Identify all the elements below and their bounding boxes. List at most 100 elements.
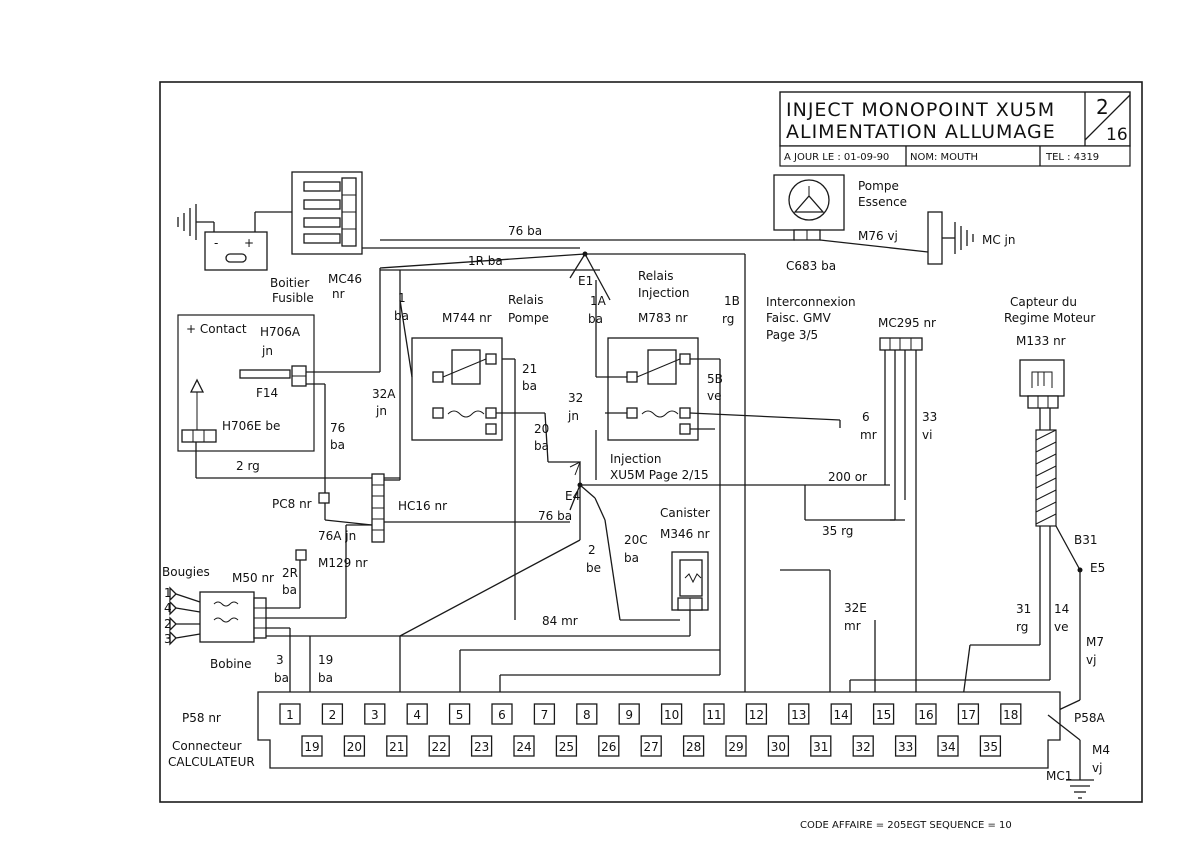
connector-bottom-pin-label: 26 <box>601 740 616 754</box>
telephone: TEL : 4319 <box>1045 152 1099 163</box>
canister-valve <box>671 551 709 611</box>
label-mc46-nr: nr <box>332 287 345 301</box>
connector-bottom-pin-label: 22 <box>432 740 447 754</box>
label-wire-5b-ve: ve <box>707 389 721 403</box>
label-wire-32: 32 <box>568 391 583 405</box>
connector-bottom-pin-label: 30 <box>771 740 786 754</box>
label-wire-20-ba: ba <box>534 439 549 453</box>
label-m346: M346 nr <box>660 527 710 541</box>
connector-bottom-pin-label: 29 <box>728 740 743 754</box>
label-capteur-2: Regime Moteur <box>1004 311 1095 325</box>
label-wire-76-ba: ba <box>330 438 345 452</box>
label-xu5m-ref: XU5M Page 2/15 <box>610 468 709 482</box>
connector-bottom-pin-label: 35 <box>983 740 998 754</box>
label-hc16: HC16 nr <box>398 499 447 513</box>
connector-pc8 <box>318 492 330 504</box>
label-interconnexion-1: Interconnexion <box>766 295 856 309</box>
connector-top-pin-label: 18 <box>1003 708 1018 722</box>
connector-bottom-pin-label: 32 <box>856 740 871 754</box>
shielded-cable <box>1035 429 1057 527</box>
label-mc295: MC295 nr <box>878 316 936 330</box>
connector-bottom-pin-label: 20 <box>347 740 362 754</box>
connector-top-pin-box <box>491 703 513 725</box>
label-wire-76: 76 <box>330 421 345 435</box>
connector-bottom-pin-label: 27 <box>644 740 659 754</box>
label-wire-32a-jn: jn <box>375 404 387 418</box>
label-m744: M744 nr <box>442 311 492 325</box>
label-wire-14: 14 <box>1054 602 1069 616</box>
connector-bottom-pin-label: 24 <box>516 740 531 754</box>
connector-top-pin-label: 10 <box>664 708 679 722</box>
connector-bottom-pin-label: 25 <box>559 740 574 754</box>
connector-bottom-pin-box <box>513 735 535 757</box>
label-wire-1b-rg: rg <box>722 312 734 326</box>
connector-top-pin-box <box>533 703 556 725</box>
connector-bottom-pin-box <box>810 735 832 757</box>
diagram-frame <box>159 81 1143 803</box>
connector-bottom-pin-box <box>979 735 1002 757</box>
connector-top-pin-label: 14 <box>834 708 849 722</box>
label-relais-inj-1: Relais <box>638 269 673 283</box>
label-wire-1b: 1B <box>724 294 740 308</box>
label-wire-76a: 76A jn <box>318 529 356 543</box>
label-wire-2r: 2R <box>282 566 298 580</box>
label-wire-20: 20 <box>534 422 549 436</box>
label-boitier: Boitier <box>270 276 309 290</box>
ground-mc-jn <box>927 211 974 265</box>
connector-bottom-pin-box <box>640 735 662 757</box>
label-wire-20c: 20C <box>624 533 648 547</box>
connector-top-pin-box <box>1000 703 1022 725</box>
label-wire-31: 31 <box>1016 602 1031 616</box>
label-wire-19: 19 <box>318 653 333 667</box>
connector-top-pin-box <box>703 703 725 725</box>
label-wire-2rg: 2 rg <box>236 459 260 473</box>
connector-mc295 <box>879 337 923 351</box>
connector-top-pin-box <box>406 703 428 725</box>
connector-top-pin-box <box>279 703 301 725</box>
label-essence: Essence <box>858 195 907 209</box>
connector-top-pin-box <box>788 703 810 725</box>
label-m50: M50 nr <box>232 571 274 585</box>
label-bobine: Bobine <box>210 657 252 671</box>
connector-top-pin-label: 6 <box>498 708 506 722</box>
connector-bottom-pin-label: 21 <box>389 740 404 754</box>
label-connecteur: Connecteur <box>172 739 242 753</box>
label-wire-1-ba: ba <box>394 309 409 323</box>
connector-top-pin-box <box>830 703 852 725</box>
label-wire-1: 1 <box>398 291 406 305</box>
label-wire-200: 200 or <box>828 470 867 484</box>
spark-plug-wires <box>169 586 201 646</box>
label-wire-14-ve: ve <box>1054 620 1068 634</box>
label-wire-6: 6 <box>862 410 870 424</box>
label-wire-33-vi: vi <box>922 428 932 442</box>
label-wire-21: 21 <box>522 362 537 376</box>
label-mc-jn: MC jn <box>982 233 1016 247</box>
label-wire-21-ba: ba <box>522 379 537 393</box>
connector-top-pin-label: 3 <box>371 708 379 722</box>
label-wire-19-ba: ba <box>318 671 333 685</box>
update-date: A JOUR LE : 01-09-90 <box>784 152 889 163</box>
label-relais-pompe-1: Relais <box>508 293 543 307</box>
label-wire-2-be: be <box>586 561 601 575</box>
label-p58a: P58A <box>1074 711 1106 725</box>
label-m783: M783 nr <box>638 311 688 325</box>
connector-bottom-pin-box <box>386 735 408 757</box>
connector-bottom-pin-box <box>767 735 790 757</box>
connector-bottom-pin-label: 23 <box>474 740 489 754</box>
connector-bottom-pin-box <box>343 735 366 757</box>
label-plug-3: 3 <box>164 632 172 646</box>
label-e5: E5 <box>1090 561 1105 575</box>
label-fusible: Fusible <box>272 291 314 305</box>
connector-bottom-pin-box <box>894 735 917 757</box>
title-line-2: ALIMENTATION ALLUMAGE <box>786 121 1056 143</box>
connector-top-pin-label: 1 <box>286 708 294 722</box>
label-interconnexion-2: Faisc. GMV <box>766 311 832 325</box>
svg-text:+: + <box>244 236 254 250</box>
connector-bottom-pin-box <box>937 735 959 757</box>
connector-top-pin-box <box>957 703 980 725</box>
label-p58: P58 nr <box>182 711 221 725</box>
label-wire-32-jn: jn <box>567 409 579 423</box>
label-wire-35: 35 rg <box>822 524 853 538</box>
connector-top-pin-box <box>872 703 895 725</box>
